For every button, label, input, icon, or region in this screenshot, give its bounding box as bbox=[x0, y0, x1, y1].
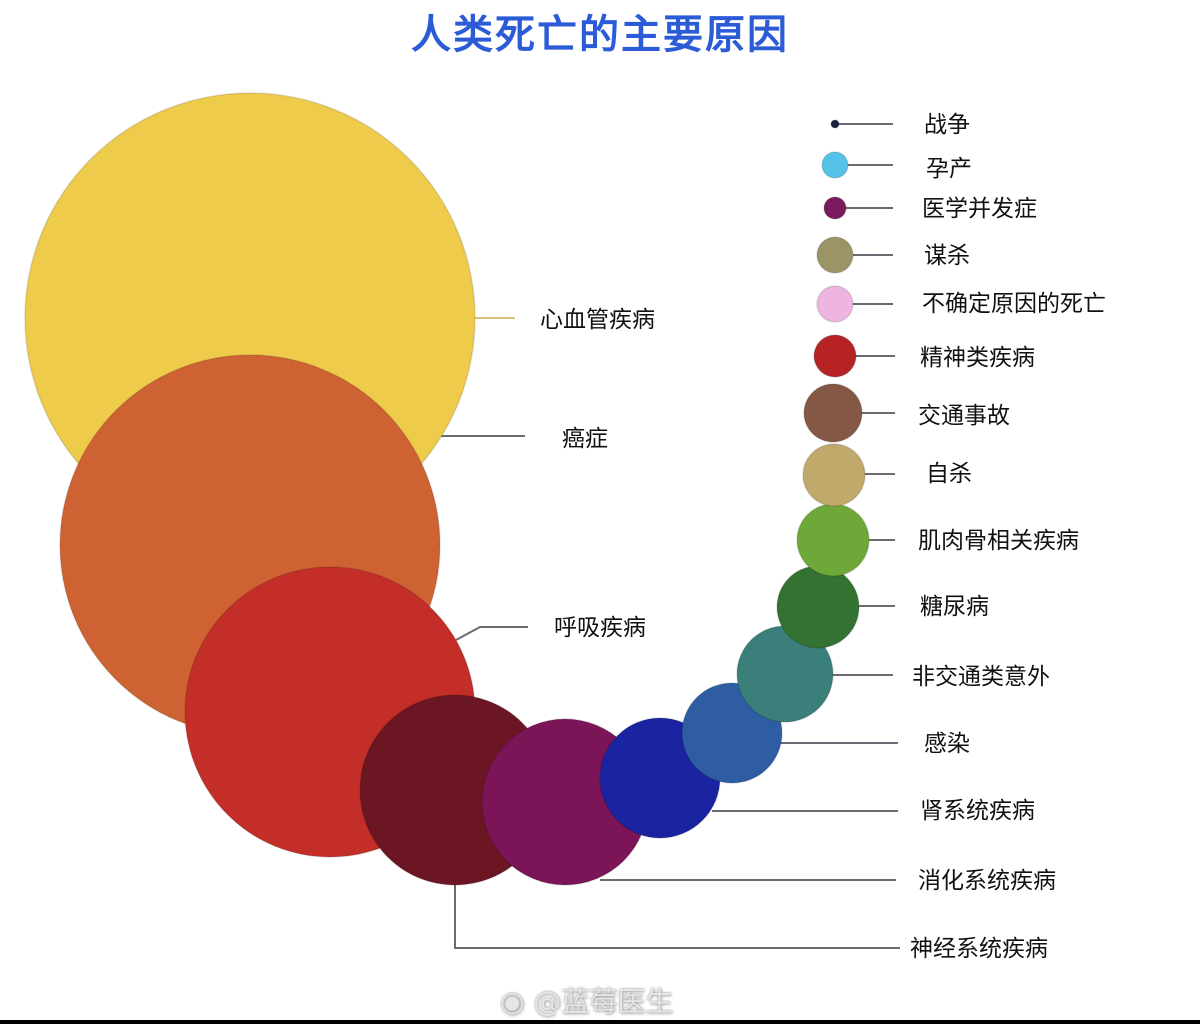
chart-title: 人类死亡的主要原因 bbox=[411, 12, 789, 58]
bubble-label: 糖尿病 bbox=[920, 594, 989, 620]
connector-line bbox=[454, 885, 900, 949]
bubble-label: 呼吸疾病 bbox=[554, 615, 646, 641]
bubble bbox=[816, 236, 854, 274]
bubble-label: 癌症 bbox=[562, 426, 608, 452]
bubble bbox=[830, 119, 840, 129]
bubble-label: 不确定原因的死亡 bbox=[922, 291, 1106, 317]
watermark-text: @蓝莓医生 bbox=[533, 985, 674, 1018]
bubble-label: 非交通类意外 bbox=[912, 664, 1050, 690]
bubble bbox=[802, 443, 866, 507]
bubble-label: 感染 bbox=[924, 731, 970, 757]
bubble-label: 交通事故 bbox=[918, 403, 1010, 429]
connector-line bbox=[455, 626, 528, 641]
bubble bbox=[816, 285, 854, 323]
bubble-label: 医学并发症 bbox=[922, 196, 1037, 222]
bubble-label: 心血管疾病 bbox=[540, 307, 655, 333]
bottom-border bbox=[0, 1020, 1200, 1024]
bubble-label: 孕产 bbox=[926, 156, 972, 182]
bubble bbox=[813, 334, 857, 378]
bubble-label: 神经系统疾病 bbox=[910, 936, 1048, 962]
bubble-label: 精神类疾病 bbox=[920, 345, 1035, 371]
bubble-label: 肾系统疾病 bbox=[920, 798, 1035, 824]
bubble-label: 消化系统疾病 bbox=[918, 868, 1056, 894]
bubble bbox=[821, 151, 849, 179]
watermark: ◉ @蓝莓医生 bbox=[500, 980, 673, 1020]
weibo-icon: ◉ bbox=[500, 985, 525, 1018]
bubble bbox=[803, 383, 863, 443]
bubble-label: 自杀 bbox=[926, 461, 972, 487]
bubble bbox=[823, 196, 847, 220]
bubble bbox=[776, 565, 860, 649]
bubble-label: 肌肉骨相关疾病 bbox=[918, 528, 1079, 554]
bubble bbox=[796, 503, 870, 577]
bubble-label: 谋杀 bbox=[924, 243, 970, 269]
bubble-label: 战争 bbox=[924, 112, 970, 138]
